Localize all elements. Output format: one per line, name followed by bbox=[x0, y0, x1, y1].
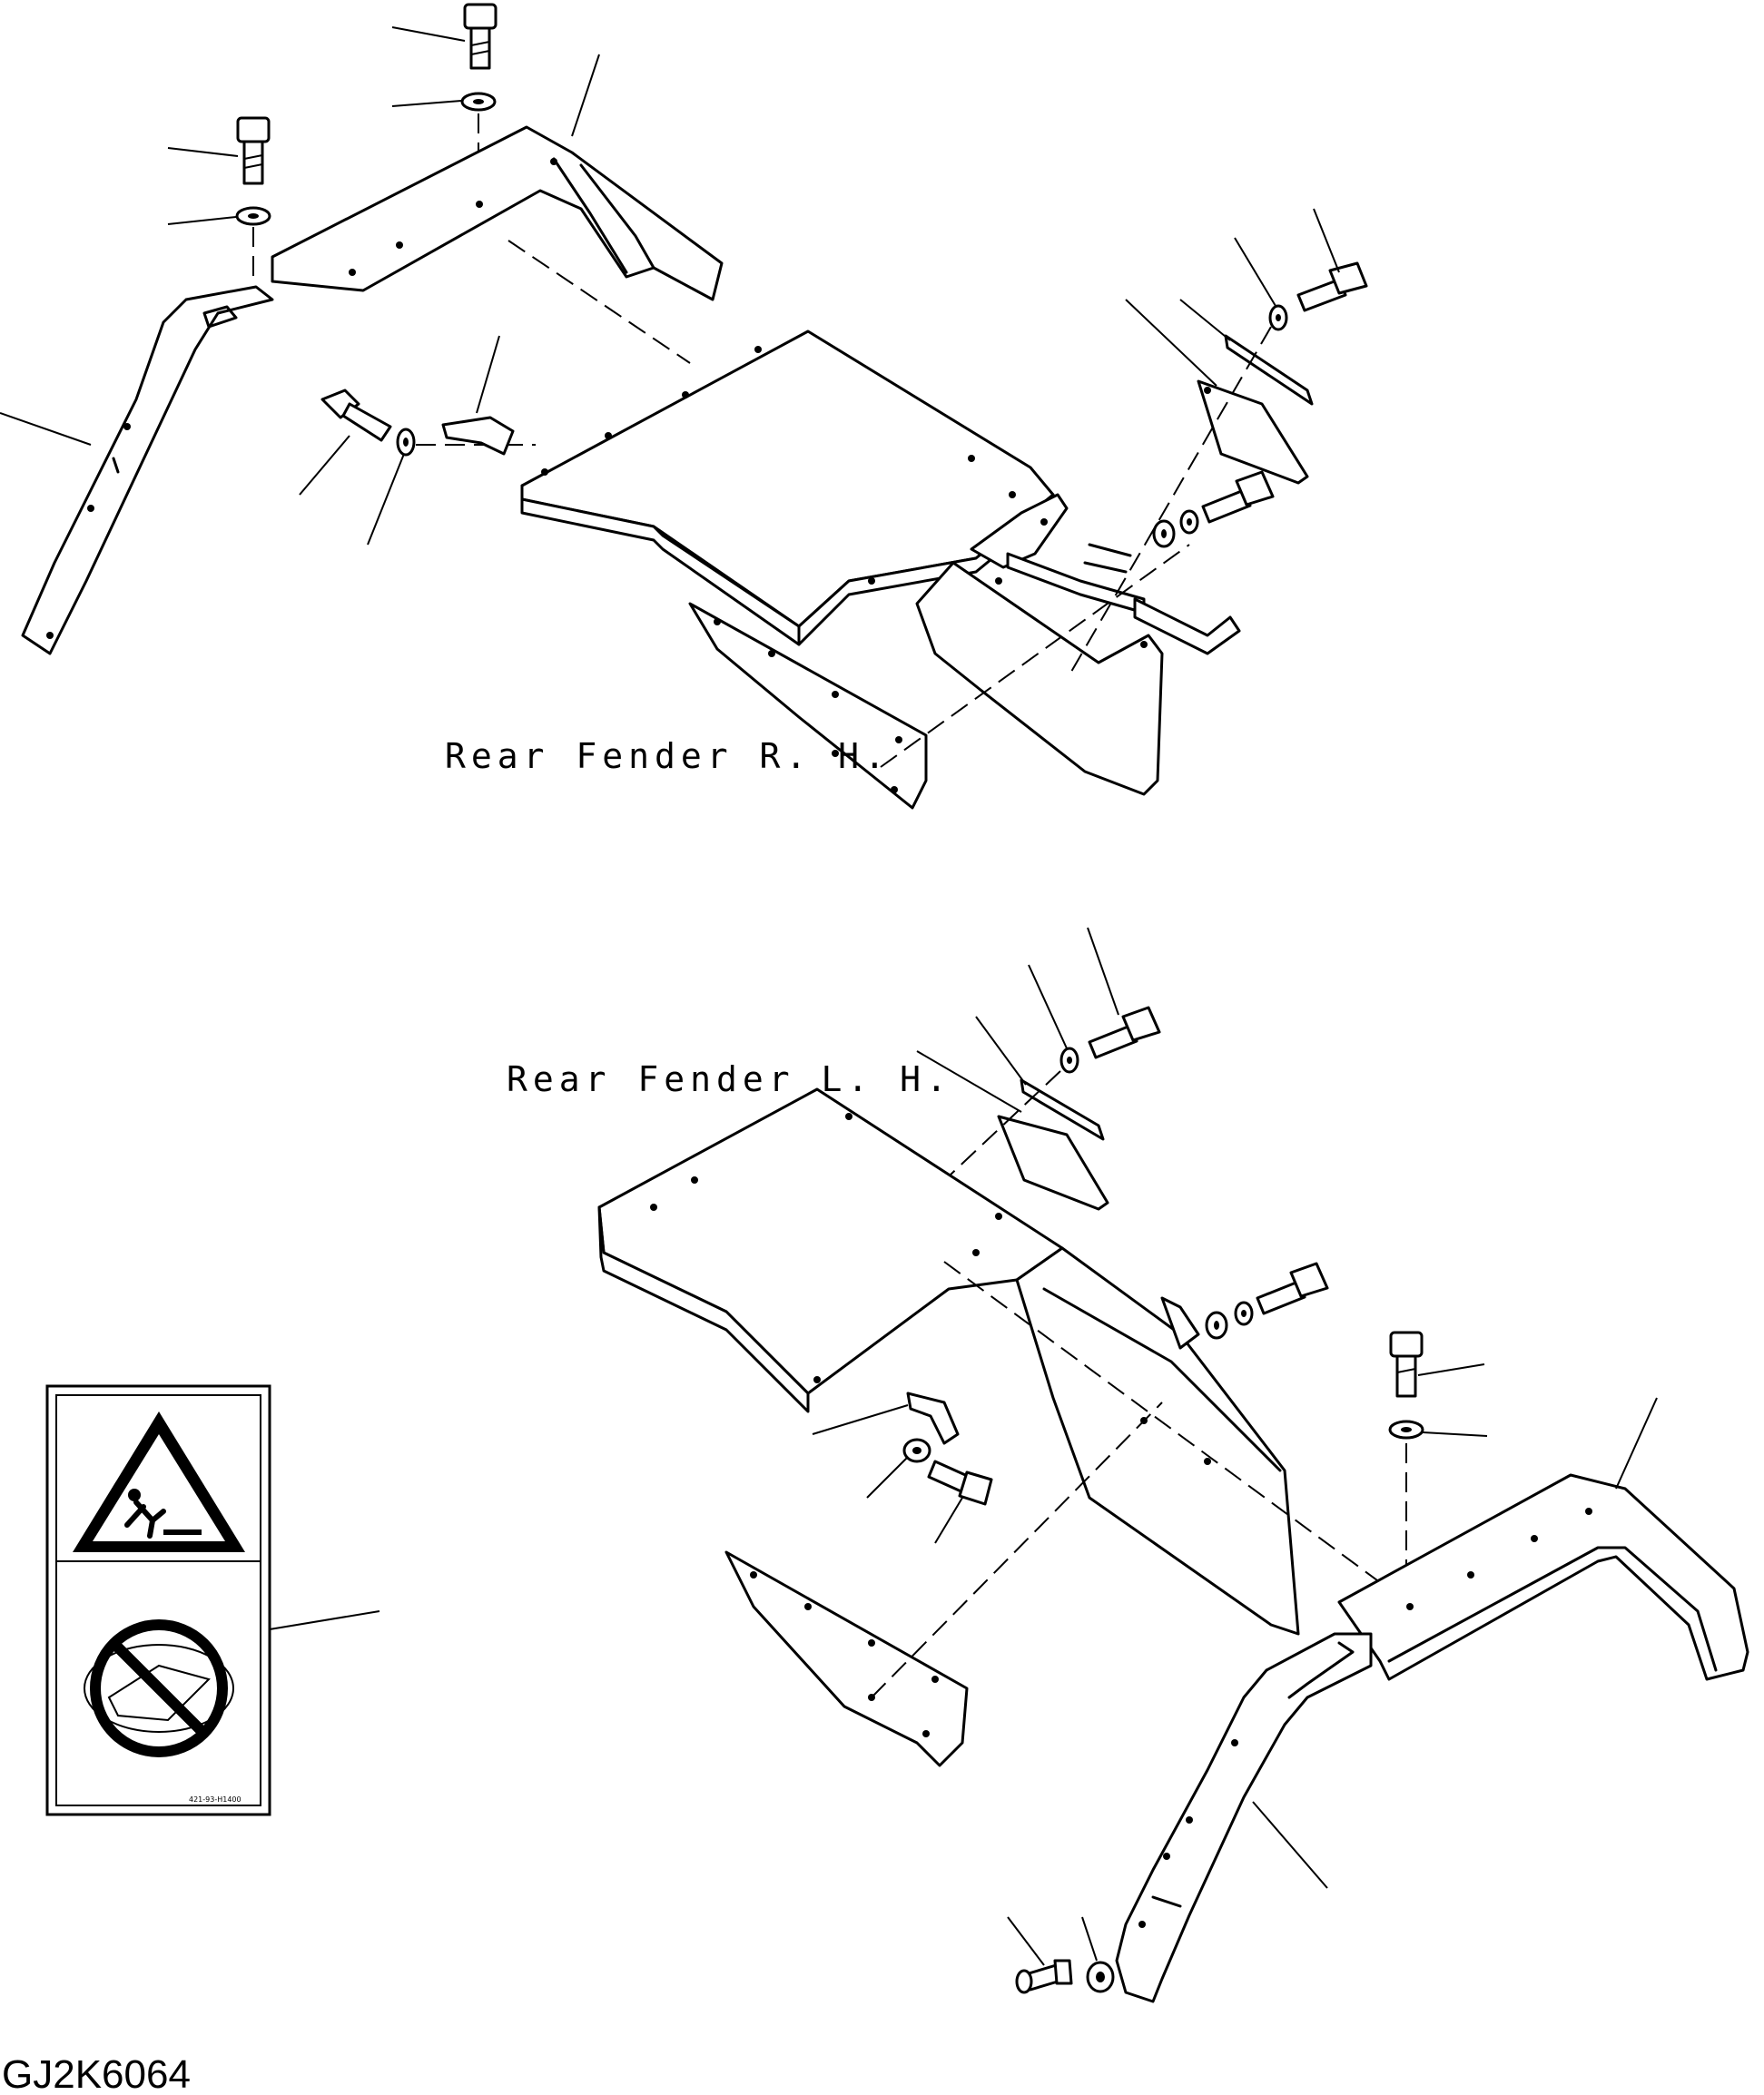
bolt-lh-right bbox=[1389, 1331, 1424, 1398]
plate-with-pin-rh bbox=[1197, 334, 1314, 485]
washer-rh-top bbox=[460, 92, 497, 112]
washer-rh-left bbox=[235, 206, 271, 226]
safety-decal: 421-93-H1400 bbox=[45, 1384, 271, 1816]
fender-plate-lh bbox=[597, 1087, 1064, 1413]
bolt-rh-left bbox=[236, 116, 271, 185]
bolt-lh-bottom bbox=[1015, 1959, 1073, 1994]
fender-plate-rh bbox=[520, 329, 1055, 646]
fender-arch-upper-lh bbox=[1337, 1473, 1749, 1681]
rear-fender-lh-label: Rear Fender L. H. bbox=[507, 1059, 952, 1099]
fender-arch-side-lh bbox=[1115, 1632, 1373, 2003]
washer-lh-right bbox=[1388, 1420, 1424, 1440]
bracket-rh bbox=[441, 416, 515, 456]
washer-lh-mid bbox=[902, 1438, 931, 1463]
fender-arch-side-rh bbox=[21, 285, 274, 655]
bolt-lh-top bbox=[1088, 1006, 1161, 1059]
bolt-lh-mid bbox=[927, 1460, 993, 1506]
angle-bracket-rh bbox=[688, 602, 928, 810]
rear-fender-lh-assembly: Rear Fender L. H. bbox=[507, 927, 1749, 2003]
bolt-rh-top bbox=[463, 3, 498, 70]
bolt-rh-mid-right bbox=[1201, 470, 1275, 524]
mudflap-rh bbox=[915, 493, 1241, 796]
washer-rh-mid-right bbox=[1152, 509, 1199, 548]
fall-hazard-warning-icon bbox=[73, 1411, 245, 1552]
washer-lh-bottom bbox=[1086, 1961, 1115, 1993]
washer-rh-mid bbox=[396, 428, 416, 457]
decal-part-code: 421-93-H1400 bbox=[189, 1795, 241, 1804]
rear-fender-rh-assembly: Rear Fender R. H. bbox=[0, 3, 1368, 810]
bracket-lh bbox=[906, 1392, 960, 1445]
angle-bracket-lh bbox=[724, 1550, 969, 1767]
mudflap-lh bbox=[1015, 1246, 1300, 1636]
fender-arch-upper-rh bbox=[271, 125, 724, 301]
washer-lh-mid-right bbox=[1205, 1301, 1254, 1340]
bolt-lh-mid-right bbox=[1256, 1262, 1329, 1315]
plate-with-pin-lh bbox=[997, 1078, 1109, 1211]
no-stepping-prohibition-icon bbox=[84, 1619, 234, 1757]
bolt-rh-upper-right bbox=[1296, 261, 1368, 312]
figure-code: GJ2K6064 bbox=[2, 2052, 191, 2095]
washer-lh-top bbox=[1059, 1047, 1079, 1074]
rear-fender-rh-label: Rear Fender R. H. bbox=[445, 736, 891, 776]
bolt-rh-mid bbox=[320, 389, 392, 442]
washer-rh-upper-right bbox=[1268, 304, 1288, 331]
